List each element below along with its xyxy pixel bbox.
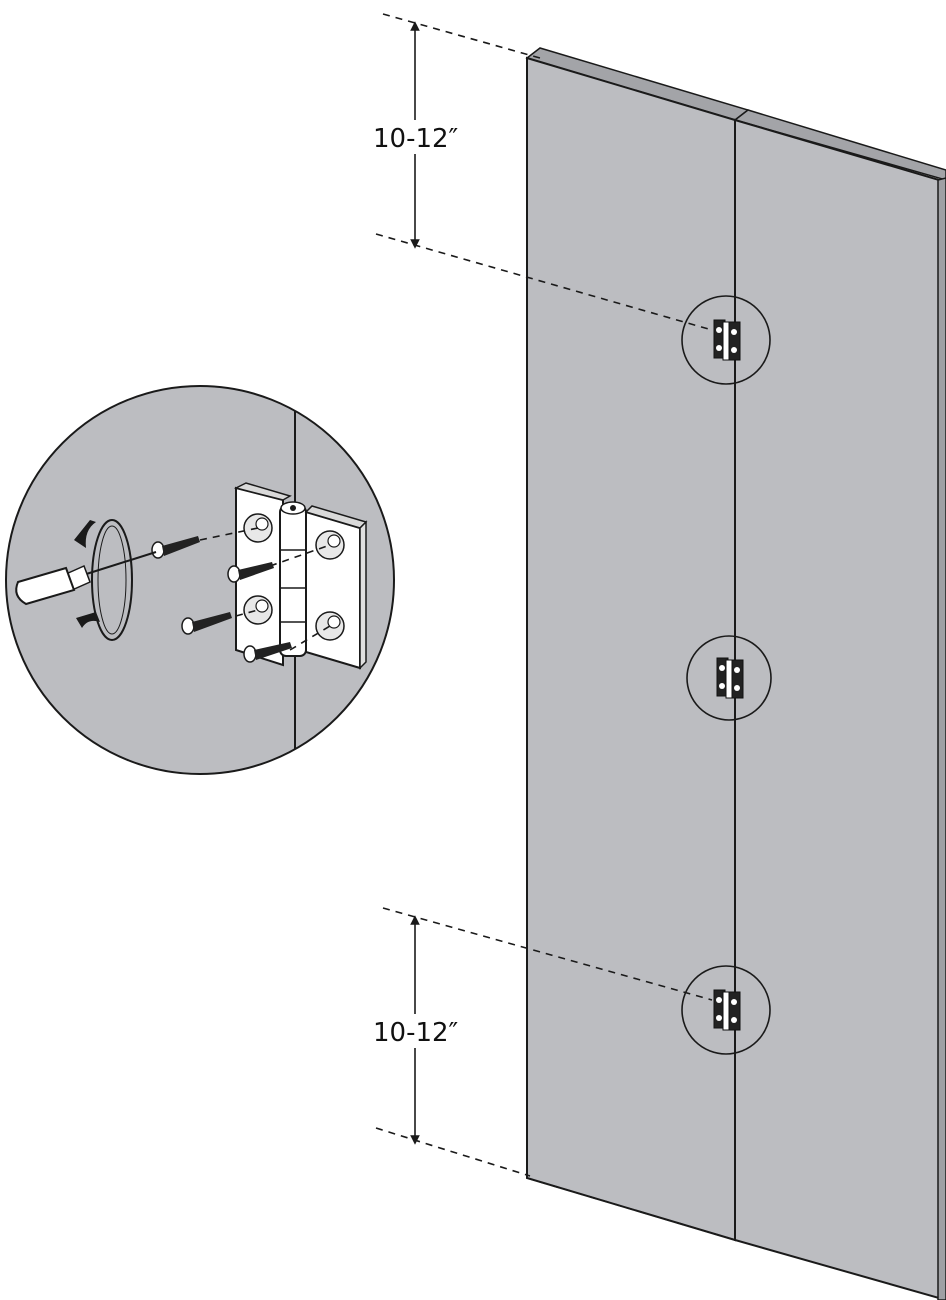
bottom-dimension: 10-12″ <box>370 907 713 1177</box>
door-panels <box>525 47 946 1300</box>
top-hinge-reference-line <box>375 233 713 331</box>
callout-circle <box>681 965 771 1055</box>
bottom-reference-line <box>375 1127 531 1177</box>
top-dimension: 10-12″ <box>370 13 713 331</box>
right-panel-side-edge <box>937 177 946 1300</box>
hinge-icon <box>716 657 744 699</box>
top-dimension-label: 10-12″ <box>373 124 459 154</box>
top-dimension-label-bg <box>370 120 460 154</box>
right-panel <box>734 118 946 1300</box>
bottom-hinge-reference-line <box>382 907 713 1001</box>
bottom-dimension-label: 10-12″ <box>373 1018 459 1048</box>
hinge-detail-zoom <box>5 385 395 775</box>
bottom-dimension-label-bg <box>370 1014 460 1048</box>
hinge-callout-bottom <box>681 965 771 1055</box>
right-panel-top-edge <box>733 109 946 181</box>
hinge-icon <box>713 319 741 361</box>
hinge-callout-top <box>681 295 771 385</box>
callout-circle <box>681 295 771 385</box>
hinge-callout-middle <box>686 635 772 721</box>
rotate-arrow-icon <box>74 519 133 641</box>
zoom-circle-background <box>5 385 395 775</box>
top-reference-line <box>382 13 541 59</box>
screw-icon <box>151 536 200 559</box>
screw-icon <box>181 612 232 635</box>
screw-icon <box>243 642 292 663</box>
left-panel <box>526 56 736 1242</box>
screwdriver-icon <box>15 551 157 606</box>
hinge-icon <box>713 989 741 1031</box>
screw-icon <box>227 562 274 583</box>
callout-circle <box>686 635 772 721</box>
hinge-large-icon <box>233 482 368 670</box>
panel-bottom-hidden-edge <box>526 1177 736 1241</box>
